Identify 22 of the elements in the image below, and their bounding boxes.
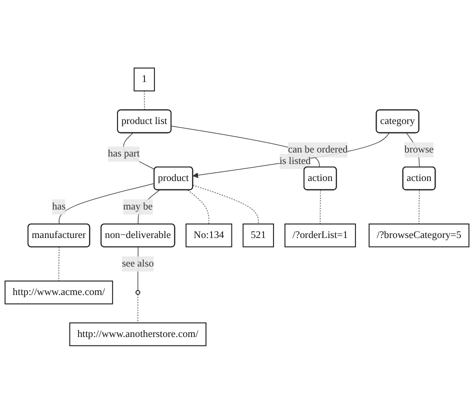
edge-label: see also <box>122 258 154 270</box>
connector <box>58 246 60 282</box>
node-box: 1 <box>134 68 155 92</box>
connector <box>192 184 259 224</box>
node-circle <box>135 290 140 295</box>
connector <box>58 183 155 225</box>
connector <box>188 190 210 224</box>
node-box: /?browseCategory=5 <box>368 224 470 248</box>
edge-label: has part <box>108 148 140 160</box>
connector <box>144 90 145 111</box>
node-box: 521 <box>242 224 274 248</box>
edge-label: can be ordered <box>288 144 348 156</box>
edge-label: has <box>52 201 66 212</box>
edge-label: may be <box>123 201 153 212</box>
connector <box>320 190 321 224</box>
node-box: /?orderList=1 <box>284 224 356 248</box>
node-box: http://www.acme.com/ <box>4 280 114 304</box>
edge-label: is listed <box>279 156 311 167</box>
connector <box>418 190 420 224</box>
node-box: No:134 <box>186 224 232 248</box>
edge-label: browse <box>404 144 434 156</box>
node-box: http://www.anotherstore.com/ <box>69 322 206 346</box>
